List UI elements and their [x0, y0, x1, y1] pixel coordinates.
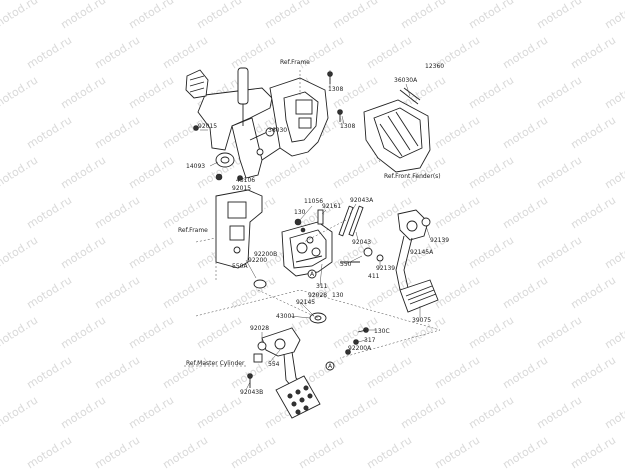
pedal-right [395, 209, 439, 313]
label-550a: 550A [232, 263, 248, 270]
label-92200a: 92200A [348, 345, 372, 352]
label-1308b: 1308 [340, 123, 355, 130]
guide-lines [184, 219, 441, 367]
callout-marker-2: A [325, 361, 335, 371]
label-36030a: 36030A [394, 77, 418, 84]
front-fender-cover [363, 87, 431, 173]
label-554: 554 [268, 361, 280, 368]
label-1308a: 1308 [328, 86, 343, 93]
label-11056: 11056 [304, 198, 323, 205]
label-39075: 39075 [412, 317, 431, 324]
pedal-bracket [281, 221, 333, 277]
label-311: 311 [316, 283, 328, 290]
label-92145a: 92145A [410, 249, 434, 256]
diagram-code: 12360 [425, 63, 444, 70]
ref-frame-left: Ref.Frame [178, 227, 208, 234]
label-92028: 92028 [308, 292, 327, 299]
label-92200b: 92200B [254, 251, 277, 258]
label-92028b: 92028 [250, 325, 269, 332]
label-36030: 36030 [268, 127, 287, 134]
label-130c: 130C [374, 328, 390, 335]
label-92015: 92015 [198, 123, 217, 130]
callout-marker-2-label: A [328, 363, 333, 370]
label-92015b: 92015 [232, 185, 251, 192]
label-92139b: 92139 [376, 265, 395, 272]
pins-shafts [294, 205, 384, 263]
label-317: 317 [364, 337, 376, 344]
label-130b: 130 [332, 292, 344, 299]
ref-frame-top: Ref.Frame [280, 59, 310, 66]
label-92200: 92200 [248, 257, 267, 264]
leader-lines [200, 80, 431, 391]
brake-handle [237, 67, 249, 126]
label-92139: 92139 [430, 237, 449, 244]
label-130: 130 [294, 209, 306, 216]
callout-marker-1: A [307, 269, 317, 279]
frame-bracket-upper [197, 70, 331, 179]
label-92043a: 92043A [350, 197, 374, 204]
stay-clip-left [185, 69, 209, 99]
label-92043: 92043 [352, 239, 371, 246]
ref-front-fender: Ref.Front Fender(s) [384, 173, 441, 180]
part-14093-shape [193, 125, 243, 181]
bolts-top [327, 71, 343, 122]
label-14093: 14093 [186, 163, 205, 170]
label-411: 411 [368, 273, 380, 280]
label-43001: 43001 [276, 313, 295, 320]
callout-marker-1-label: A [310, 271, 315, 278]
label-92145: 92145 [296, 299, 315, 306]
label-550: 550 [340, 261, 352, 268]
label-43106: 43106 [236, 177, 255, 184]
ref-master-cylinder: Ref.Master Cylinder [186, 360, 245, 367]
bushing-43001 [253, 279, 327, 324]
label-92161: 92161 [322, 203, 341, 210]
frame-plate-lower [215, 189, 263, 280]
label-92043b: 92043B [240, 389, 263, 396]
pedal-lower [247, 327, 321, 419]
